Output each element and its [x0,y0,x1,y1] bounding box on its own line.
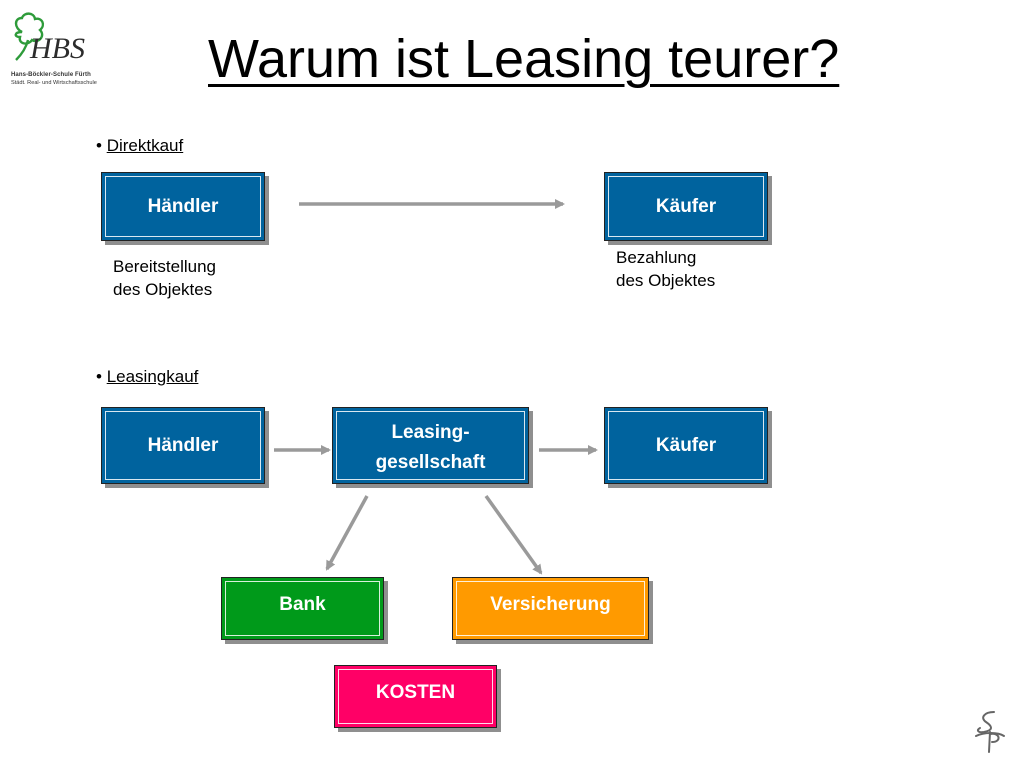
box-label: Leasing- gesellschaft [333,414,528,478]
clover-logo-icon: HBS [14,12,85,65]
box-label: KOSTEN [375,681,456,703]
box-kaeufer-direkt: Käufer [604,172,768,241]
logo-school-name: Hans-Böckler-Schule Fürth [11,72,91,78]
box-label: Händler [147,434,219,456]
box-haendler-direkt: Händler [101,172,265,241]
caption-line: Bereitstellung [113,257,217,276]
section-leasingkauf: • Leasingkauf [96,367,198,387]
box-bank: Bank [221,577,384,640]
box-label-line2: gesellschaft [375,451,486,473]
logo-mark: HBS [29,32,85,65]
caption-bereitstellung: Bereitstellung des Objektes [113,255,216,301]
box-label: Bank [279,593,326,615]
logo-school-type: Städt. Real- und Wirtschaftsschule [11,80,97,86]
box-leasinggesellschaft: Leasing- gesellschaft [332,407,529,484]
bullet: • [96,367,102,386]
section-direktkauf: • Direktkauf [96,136,183,156]
section-heading-leasingkauf: Leasingkauf [106,367,199,386]
box-kosten: KOSTEN [334,665,497,728]
arrow-leasing-to-bank [325,495,369,571]
box-kaeufer-leasing: Käufer [604,407,768,484]
caption-line: Bezahlung [616,248,697,267]
box-label: Käufer [655,195,717,217]
caption-line: des Objektes [616,271,716,290]
handwritten-signature-icon [975,711,1005,753]
caption-line: des Objektes [113,280,213,299]
school-logo: HBS Hans-Böckler-Schule Fürth Städt. Rea… [8,10,100,90]
box-label: Versicherung [490,593,611,615]
box-versicherung: Versicherung [452,577,649,640]
box-label: Händler [147,195,219,217]
box-label: Käufer [655,434,717,456]
caption-bezahlung: Bezahlung des Objektes [616,246,715,292]
page-title: Warum ist Leasing teurer? [208,29,840,89]
bullet: • [96,136,102,155]
box-label-line1: Leasing- [391,421,470,443]
arrow-leasing-to-versicherung [484,494,543,575]
section-heading-direktkauf: Direktkauf [106,136,184,155]
box-haendler-leasing: Händler [101,407,265,484]
